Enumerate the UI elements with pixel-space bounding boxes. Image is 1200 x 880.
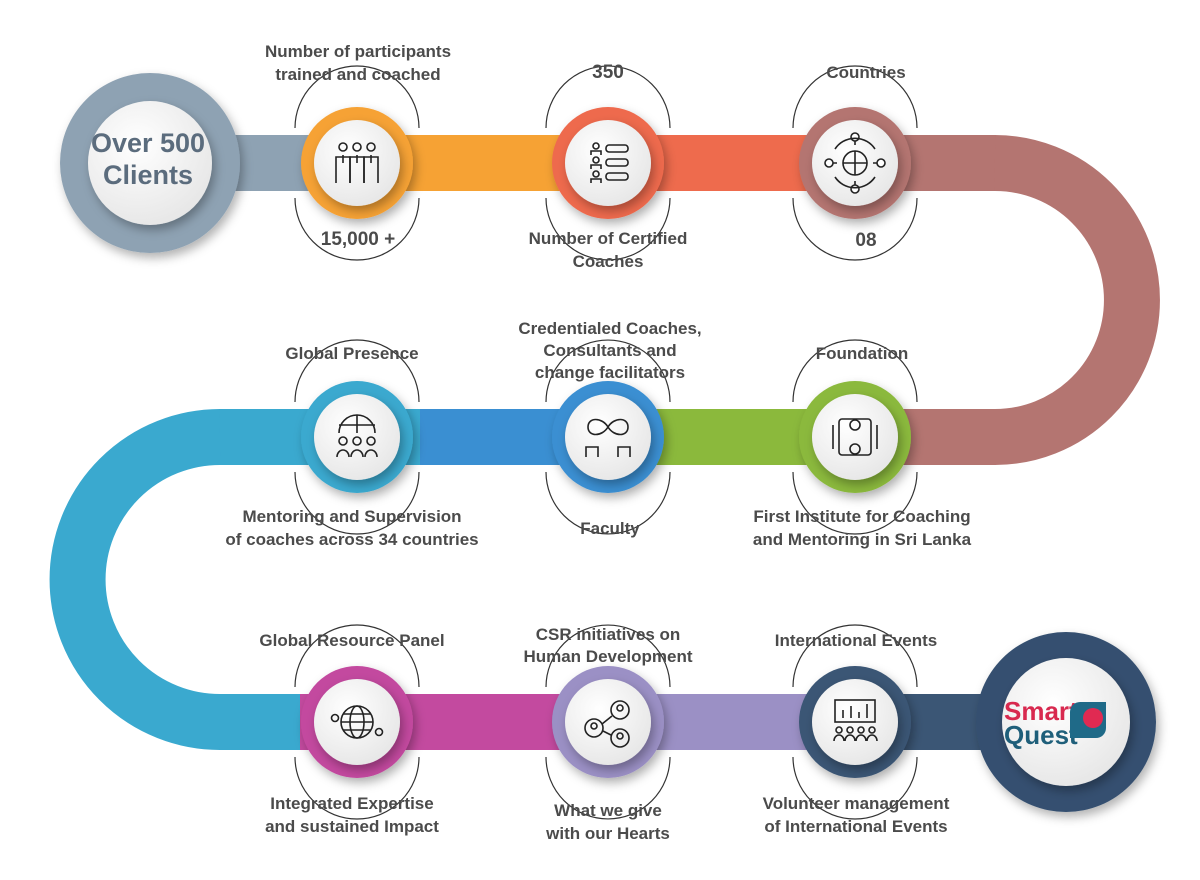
milestone-top-text: Global Presence (285, 344, 418, 363)
bracket-arc (545, 756, 671, 820)
milestone-top-text: 350 (592, 62, 624, 83)
milestone-top-text: Global Resource Panel (259, 631, 444, 650)
logo-word-quest: Quest (1004, 720, 1078, 750)
milestone-bottom-text: Faculty (580, 519, 640, 538)
milestone-bottom-text: Volunteer management (763, 794, 950, 813)
certified-list-icon (590, 142, 629, 183)
bracket-arc (294, 471, 420, 535)
milestone-disc (565, 679, 651, 765)
bracket-arc (545, 197, 671, 261)
milestone-bottom-text: Mentoring and Supervision (242, 507, 461, 526)
bracket-arc (792, 756, 918, 820)
bracket-arc (792, 197, 918, 261)
milestone-countries: Countries 08 (792, 63, 918, 261)
presentation-audience-icon (833, 699, 878, 742)
smartquest-logo: Smart Quest (1004, 696, 1106, 750)
meeting-table-icon (832, 418, 878, 456)
milestone-bottom-text: Number of Certified (529, 229, 688, 248)
bracket-arc (792, 471, 918, 535)
bracket-arc (294, 339, 420, 403)
globe-network-icon (824, 132, 886, 194)
milestone-top-text: Number of participants (265, 42, 451, 61)
bracket-arc (545, 624, 671, 688)
bracket-arc (294, 624, 420, 688)
globe-people-icon (330, 705, 384, 739)
milestone-top-text: change facilitators (535, 363, 685, 382)
milestone-csr: CSR initiatives on Human DevelopmentWhat … (523, 624, 693, 843)
bracket-arc (545, 339, 671, 403)
milestone-top-text: International Events (775, 631, 937, 650)
milestone-participants: Number of participants trained and coache… (265, 42, 451, 261)
milestone-bottom-text: 08 (855, 230, 876, 251)
milestone-disc (812, 394, 898, 480)
infinity-people-icon (585, 418, 631, 457)
milestone-bottom-text: and Mentoring in Sri Lanka (753, 530, 972, 549)
milestone-bottom-text: of International Events (764, 817, 947, 836)
start-text-line2: Clients (103, 160, 193, 190)
bracket-arc (545, 65, 671, 129)
globe-group-icon (336, 414, 378, 458)
band-curve-left (49, 409, 221, 750)
milestone-bottom-text: and sustained Impact (265, 817, 439, 836)
milestone-bottom-text: Integrated Expertise (270, 794, 433, 813)
start-text-line1: Over 500 (91, 128, 205, 158)
smartquest-logo-circle: Smart Quest (976, 632, 1156, 812)
bracket-arc (545, 471, 671, 535)
milestone-top-text: Credentialed Coaches, (518, 319, 701, 338)
milestone-disc (565, 394, 651, 480)
milestone-top-text: trained and coached (275, 65, 440, 84)
milestone-bottom-text: Coaches (573, 252, 644, 271)
milestone-faculty: Credentialed Coaches, Consultants and chan… (518, 319, 701, 538)
milestone-bottom-text: of coaches across 34 countries (225, 530, 478, 549)
milestone-top-text: Countries (826, 63, 905, 82)
milestone-disc (565, 120, 651, 206)
bracket-arc (294, 197, 420, 261)
milestone-top-text: Human Development (523, 647, 692, 666)
milestone-bottom-text: with our Hearts (545, 824, 670, 843)
bracket-arc (294, 65, 420, 129)
band-curve-right (994, 135, 1160, 465)
logo-word-smart: Smart (1004, 696, 1078, 726)
milestone-bottom-text: What we give (554, 801, 662, 820)
bracket-arc (792, 339, 918, 403)
milestone-bottom-text: First Institute for Coaching (753, 507, 970, 526)
bracket-arc (294, 756, 420, 820)
start-circle: Over 500 Clients (60, 73, 240, 253)
team-icon (335, 142, 379, 183)
milestone-top-text: Foundation (816, 344, 909, 363)
bracket-arc (792, 624, 918, 688)
milestone-top-text: CSR initiatives on (536, 625, 681, 644)
connected-people-icon (584, 700, 630, 748)
bracket-arc (792, 65, 918, 129)
milestone-top-text: Consultants and (543, 341, 676, 360)
milestone-bottom-text: 15,000 + (321, 229, 396, 250)
